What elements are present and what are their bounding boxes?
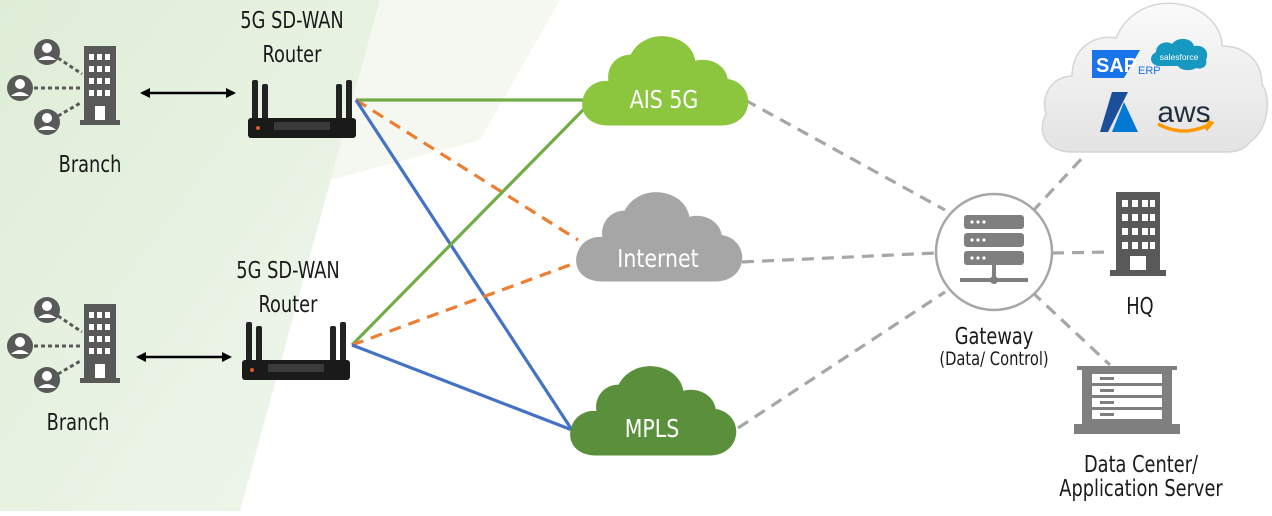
link-router2-mpls [351, 343, 573, 432]
link-router1-internet [355, 98, 579, 242]
gateway-sublabel: (Data/ Control) [939, 348, 1049, 370]
cloud-internet-label: Internet [617, 244, 699, 273]
link-router2-ais5g [350, 106, 587, 347]
salesforce-logo-icon [1151, 38, 1208, 71]
sap-logo-icon [1092, 50, 1140, 78]
sap-logo-text: SAP [1096, 55, 1137, 77]
branch-1-label: Branch [58, 152, 122, 178]
router-1-label-line2: Router [262, 42, 322, 68]
router-2-label-line2: Router [258, 292, 318, 318]
gateway-icon [934, 192, 1054, 312]
azure-logo-icon [1100, 92, 1138, 132]
router-icon [248, 80, 356, 138]
datacenter-label-line1: Data Center/ [1083, 452, 1199, 478]
branch-1 [7, 39, 120, 135]
link-gateway-saas [1030, 153, 1087, 214]
gateway-links [737, 98, 1113, 430]
router-icon [242, 322, 350, 380]
gateway-label: Gateway [954, 324, 1034, 350]
erp-logo-text: ERP [1138, 65, 1161, 77]
branch-2 [7, 297, 120, 393]
building-icon [80, 304, 120, 383]
background-band-top [330, 0, 560, 180]
cloud-mpls-label: MPLS [624, 414, 680, 443]
aws-logo-text: aws [1157, 96, 1210, 129]
dotted-connectors [34, 56, 83, 118]
users-icon [7, 39, 60, 135]
cloud-ais5g-label: AIS 5G [629, 85, 699, 114]
link-router2-internet [351, 260, 579, 347]
link-gateway-hq [1051, 250, 1113, 255]
link-internet-gateway [741, 251, 937, 264]
link-ais5g-gateway [744, 98, 946, 212]
datacenter-server-icon [1074, 366, 1180, 434]
datacenter-label-line2: Application Server [1059, 476, 1223, 502]
router-2-label-line1: 5G SD-WAN [236, 258, 340, 284]
router-1-label-line1: 5G SD-WAN [240, 8, 344, 34]
salesforce-logo-text: salesforce [1160, 52, 1199, 62]
hq-label: HQ [1126, 294, 1154, 320]
aws-smile-icon [1157, 118, 1215, 133]
building-icon [80, 46, 120, 125]
link-gateway-datacenter [1030, 290, 1112, 367]
saas-cloud [1041, 2, 1269, 153]
dotted-connectors [34, 314, 83, 376]
users-icon [7, 297, 60, 393]
router-links [350, 98, 587, 432]
branch-2-label: Branch [46, 410, 110, 436]
hq-building-icon [1110, 192, 1166, 276]
link-mpls-gateway [737, 290, 946, 430]
link-router1-mpls [354, 99, 574, 431]
